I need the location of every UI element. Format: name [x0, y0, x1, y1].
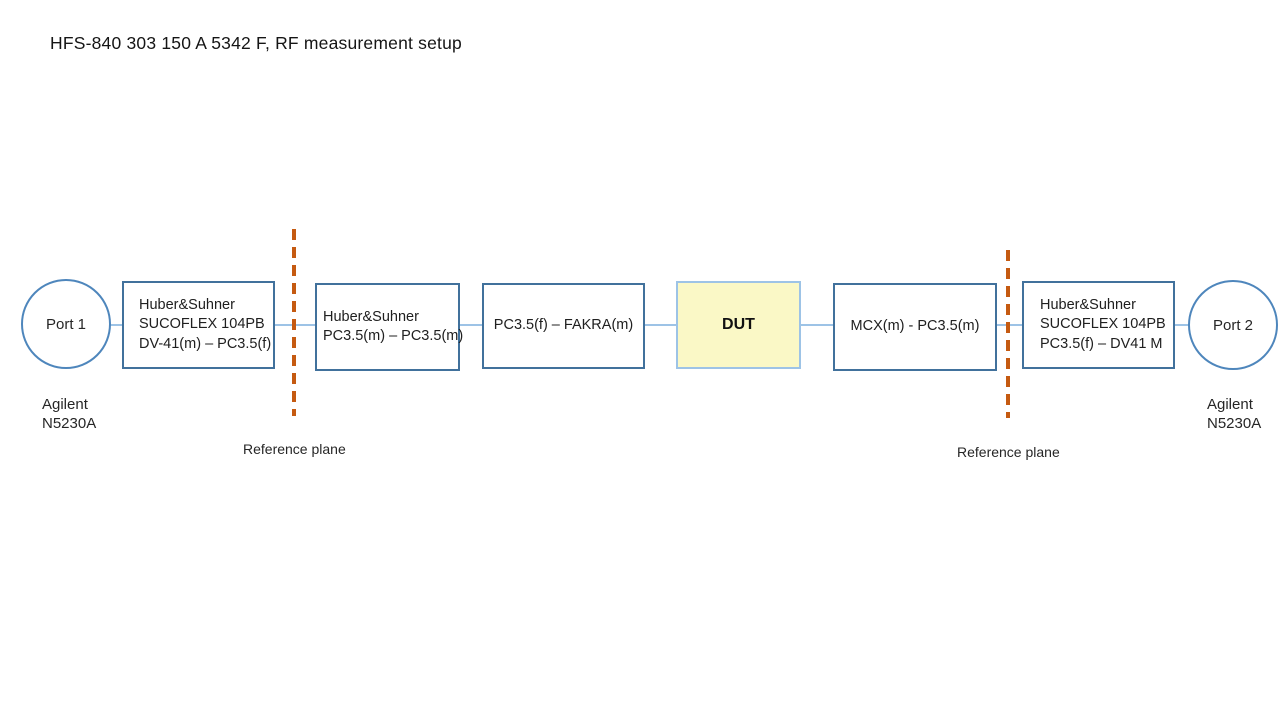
reference-plane-label-left: Reference plane [243, 441, 346, 457]
connector-line [643, 324, 678, 326]
block-text-line: Huber&Suhner [139, 296, 235, 313]
connector-line [1173, 324, 1190, 326]
block-cable-left: Huber&Suhner SUCOFLEX 104PB DV-41(m) – P… [122, 281, 275, 369]
block-adapter-mcx-pc35: MCX(m) - PC3.5(m) [833, 283, 997, 371]
block-text-line: DV-41(m) – PC3.5(f) [139, 335, 272, 352]
port1-circle: Port 1 [21, 279, 111, 369]
block-text-line: SUCOFLEX 104PB [1040, 316, 1166, 333]
block-dut: DUT [676, 281, 801, 369]
connector-line [109, 324, 124, 326]
block-text-line: PC3.5(m) – PC3.5(m) [323, 328, 464, 344]
block-text-line: Huber&Suhner [323, 308, 419, 325]
block-adapter-pc35-pc35: Huber&Suhner PC3.5(m) – PC3.5(m) [315, 283, 464, 371]
block-text-line: Huber&Suhner [1040, 296, 1136, 313]
port1-label: Port 1 [45, 315, 87, 333]
block-text-line: SUCOFLEX 104PB [139, 316, 265, 333]
instrument-model: N5230A [42, 415, 97, 432]
page-title: HFS-840 303 150 A 5342 F, RF measurement… [50, 33, 462, 53]
connector-line [799, 324, 835, 326]
port2-label: Port 2 [1212, 316, 1254, 334]
instrument-label-left: Agilent N5230A [42, 395, 96, 433]
block-adapter-pc35-fakra: PC3.5(f) – FAKRA(m) [482, 283, 645, 369]
reference-plane-label-right: Reference plane [957, 444, 1060, 460]
instrument-model: N5230A [1207, 415, 1262, 432]
instrument-label-right: Agilent N5230A [1207, 395, 1261, 433]
port2-circle: Port 2 [1188, 280, 1278, 370]
instrument-name: Agilent [1207, 396, 1253, 413]
block-text-line: PC3.5(f) – DV41 M [1040, 335, 1163, 352]
block-text-line: PC3.5(f) – FAKRA(m) [493, 317, 634, 334]
instrument-name: Agilent [42, 396, 88, 413]
block-cable-right: Huber&Suhner SUCOFLEX 104PB PC3.5(f) – D… [1022, 281, 1175, 369]
reference-plane-line-right [1006, 250, 1010, 418]
block-text-line: MCX(m) - PC3.5(m) [850, 318, 980, 335]
connector-line [458, 324, 484, 326]
reference-plane-line-left [292, 229, 296, 416]
dut-label: DUT [722, 316, 755, 334]
